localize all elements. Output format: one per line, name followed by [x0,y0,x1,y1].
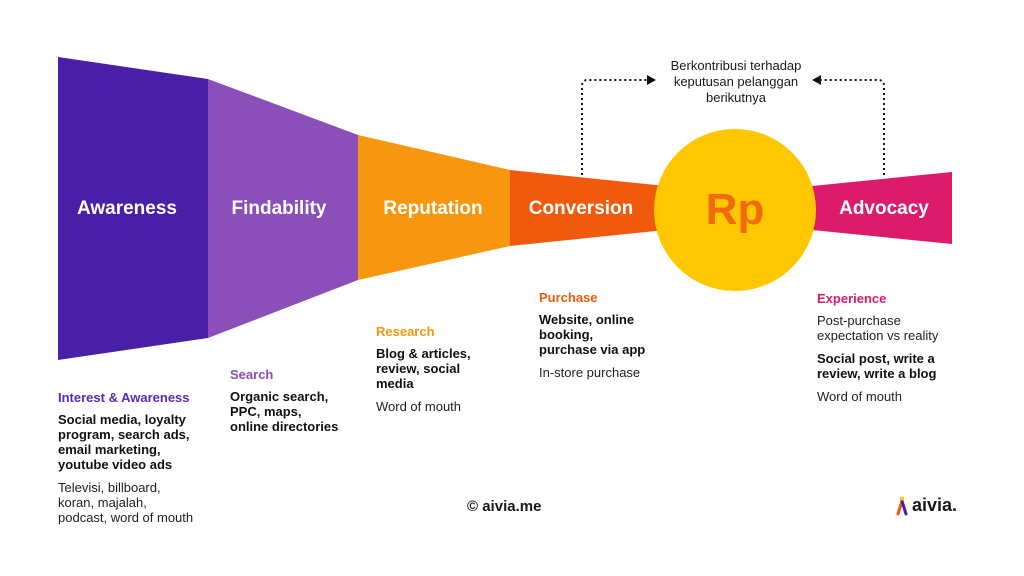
conversion-label: Conversion [528,198,634,219]
findability-details: Search Organic search, PPC, maps, online… [230,367,370,442]
detail-line: Post-purchase [817,313,901,328]
detail-line: booking, [539,327,594,342]
detail-line: PPC, maps, [230,404,302,419]
left-arrowhead [647,75,656,85]
findability-channels: Organic search, PPC, maps, online direct… [230,389,370,434]
detail-line: Word of mouth [376,399,462,414]
aivia-logo-text: aivia. [912,495,958,515]
copyright: © aivia.me [467,498,542,515]
aivia-logo: aivia. [895,495,957,516]
awareness-segment [58,57,208,360]
detail-line: Blog & articles, [376,346,471,361]
revenue-circle [654,129,816,291]
awareness-heading: Interest & Awareness [58,390,190,405]
detail-line: Word of mouth [817,389,903,404]
findability-label: Findability [231,198,327,219]
advocacy-details: Experience Post-purchase expectation vs … [817,291,967,412]
conversion-segment [510,170,665,246]
awareness-details: Interest & Awareness Social media, loyal… [58,390,218,533]
detail-line: review, social [376,361,461,376]
awareness-digital-channels: Social media, loyalty program, search ad… [58,412,218,472]
loop-note-line: keputusan pelanggan [673,74,799,89]
awareness-offline-channels: Televisi, billboard, koran, majalah, pod… [58,480,218,525]
reputation-offline: Word of mouth [376,399,506,414]
awareness-label: Awareness [77,198,177,219]
loop-note-line: berikutnya [706,90,766,105]
revenue-symbol: Rp [705,185,765,234]
reputation-channels: Blog & articles, review, social media [376,346,506,391]
detail-line: youtube video ads [58,457,173,472]
reputation-heading: Research [376,324,435,339]
detail-line: Organic search, [230,389,329,404]
detail-line: online directories [230,419,339,434]
findability-heading: Search [230,367,274,382]
detail-line: media [376,376,414,391]
advocacy-segment [812,172,952,244]
reputation-details: Research Blog & articles, review, social… [376,324,506,422]
advocacy-actions: Social post, write a review, write a blo… [817,351,967,381]
detail-line: Website, online [539,312,635,327]
advocacy-offline: Word of mouth [817,389,967,404]
detail-line: program, search ads, [58,427,190,442]
detail-line: Televisi, billboard, [58,480,161,495]
advocacy-label: Advocacy [839,198,929,219]
aivia-logo-icon [896,496,908,515]
detail-line: In-store purchase [539,365,641,380]
reputation-segment [358,135,510,280]
detail-line: expectation vs reality [817,328,939,343]
loop-note-line: Berkontribusi terhadap [670,58,802,73]
right-loop-arrow [818,79,885,175]
detail-line: purchase via app [539,342,646,357]
advocacy-heading: Experience [817,291,887,306]
reputation-label: Reputation [383,198,483,219]
detail-line: Social post, write a [817,351,935,366]
right-arrowhead [812,75,821,85]
detail-line: Social media, loyalty [58,412,186,427]
conversion-offline: In-store purchase [539,365,669,380]
conversion-heading: Purchase [539,290,598,305]
detail-line: podcast, word of mouth [58,510,194,525]
findability-segment [208,79,358,338]
loop-note: Berkontribusi terhadap keputusan pelangg… [646,58,826,106]
left-loop-arrow [581,79,650,175]
detail-line: email marketing, [58,442,161,457]
advocacy-expectation: Post-purchase expectation vs reality [817,313,967,343]
detail-line: review, write a blog [817,366,937,381]
conversion-channels: Website, online booking, purchase via ap… [539,312,669,357]
conversion-details: Purchase Website, online booking, purcha… [539,290,669,388]
detail-line: koran, majalah, [58,495,147,510]
